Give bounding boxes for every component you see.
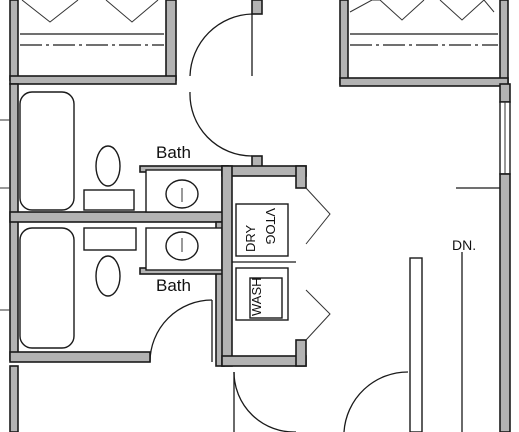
bifold-door-right (105, 0, 159, 23)
dryer-label: DRY (243, 224, 258, 252)
laundry-left-wall (221, 165, 233, 367)
washer-label: WASH (249, 277, 264, 316)
stair-curve (343, 371, 409, 432)
closet-right-wall (499, 0, 509, 85)
door-swing-arc-lower-hall (233, 371, 296, 432)
right-wall-lower (499, 173, 511, 432)
washer-lid (249, 277, 283, 319)
top-right-closet (339, 0, 509, 87)
stair-down-label: DN. (452, 237, 476, 253)
toilet-tank-upper (83, 189, 135, 211)
bathtub-upper (19, 91, 75, 211)
bathtub-lower (19, 227, 75, 349)
toilet-bowl-upper (95, 145, 121, 187)
vanity-upper (145, 169, 223, 213)
exterior-wall-lower-left (9, 365, 19, 432)
door-swing-arc-lower-bath (149, 299, 213, 363)
closet-bottom-wall (9, 75, 177, 85)
lower-hall-door (233, 371, 296, 432)
closet-left-wall (339, 0, 349, 85)
closet-right-wall (165, 0, 177, 81)
room-label-lower-bath: Bath (156, 276, 191, 295)
laundry-bottom-wall (221, 355, 307, 367)
bath-bottom-wall (9, 351, 151, 363)
upper-bath-room: Bath (9, 83, 263, 361)
bifold-door-right (439, 0, 495, 21)
bifold-door-left (21, 0, 79, 23)
laundry-top-wall (221, 165, 307, 177)
toilet-bowl-lower (95, 255, 121, 297)
door-swing-arc (189, 13, 253, 77)
bath-divider-wall (9, 211, 225, 223)
laundry-right-jamb-bottom (295, 339, 307, 367)
right-exterior-wall (456, 83, 511, 432)
door-swing-arc-upper-bath (189, 91, 253, 157)
top-left-closet (9, 0, 177, 85)
lower-bath-room: Bath (9, 221, 225, 367)
closet-left-wall (9, 0, 19, 81)
room-label-upper-bath: Bath (156, 143, 191, 162)
laundry-right-jamb-top (295, 165, 307, 189)
bifold-door-left (349, 0, 425, 21)
dryer-label-mirrored: VTOG (263, 208, 278, 245)
stair-rail (409, 257, 423, 432)
laundry-bifold-upper (305, 187, 331, 245)
laundry-closet: DRY VTOG WASH (221, 165, 331, 367)
closet-bottom-wall (339, 77, 509, 87)
toilet-tank-lower (83, 227, 137, 251)
dryer (235, 203, 289, 257)
laundry-bifold-lower (305, 289, 331, 341)
right-wall-upper (499, 83, 511, 103)
upper-hall-door (189, 0, 263, 77)
stair: DN. (343, 237, 476, 432)
door-jamb-top (251, 0, 263, 15)
